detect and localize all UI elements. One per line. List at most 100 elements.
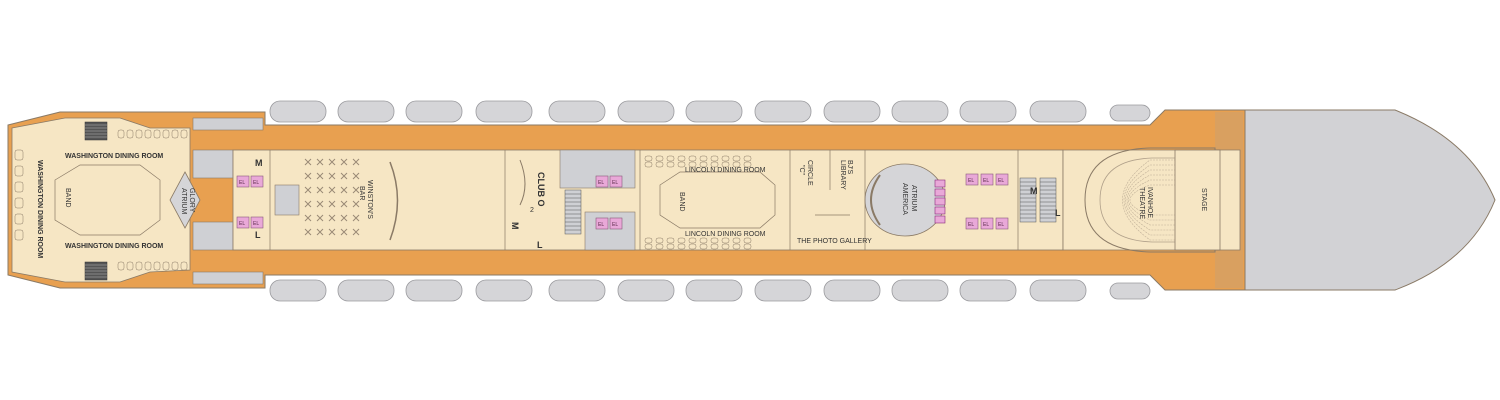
- bar-seat: [340, 158, 348, 166]
- washington-dining-bottom-label: WASHINGTON DINING ROOM: [65, 243, 163, 250]
- table: [710, 161, 719, 168]
- photo-gallery-label: THE PHOTO GALLERY: [797, 238, 872, 245]
- aft-walk-bottom: [192, 271, 264, 285]
- circle-c-label-2: "C": [798, 165, 805, 176]
- elevator: [980, 217, 994, 230]
- stairwell: [1039, 177, 1057, 223]
- seat-row: [1126, 174, 1212, 226]
- club-o2-curve: [519, 159, 526, 206]
- aft-service-top: [192, 149, 234, 179]
- elevator-label: EL: [612, 222, 618, 228]
- table: [688, 155, 697, 162]
- ivanhoe-theatre-seating: [1084, 147, 1216, 253]
- stairwell: [564, 189, 582, 235]
- elevator: [595, 175, 609, 188]
- bar-seat: [340, 228, 348, 236]
- lifeboat: [1029, 100, 1087, 123]
- table: [117, 129, 125, 139]
- bar-seat: [328, 186, 336, 194]
- table: [117, 261, 125, 271]
- aft-service-bottom: [192, 221, 234, 251]
- elevator-label: EL: [253, 180, 259, 186]
- bar-seat: [304, 172, 312, 180]
- elevator: [609, 175, 623, 188]
- elevator-label: EL: [612, 180, 618, 186]
- lifeboat: [1029, 279, 1087, 302]
- bar-seat: [352, 186, 360, 194]
- bar-seat: [340, 172, 348, 180]
- table: [655, 243, 664, 250]
- table: [666, 243, 675, 250]
- table: [666, 237, 675, 244]
- lifeboat: [337, 100, 395, 123]
- table: [721, 155, 730, 162]
- lifeboat: [548, 100, 606, 123]
- bar-seat: [304, 214, 312, 222]
- table: [699, 155, 708, 162]
- lifeboat: [823, 279, 881, 302]
- elevator-label: EL: [968, 178, 974, 184]
- table: [677, 155, 686, 162]
- band-lincoln-label: BAND: [678, 192, 685, 211]
- table: [171, 129, 179, 139]
- bar-seat: [328, 214, 336, 222]
- atrium-america-balcony: [870, 174, 881, 226]
- table: [135, 129, 143, 139]
- bar-seat: [304, 158, 312, 166]
- club-o2-subscript: 2: [530, 207, 534, 214]
- table: [699, 237, 708, 244]
- bar-seat: [328, 172, 336, 180]
- aft-dining-area: [11, 117, 191, 283]
- elevator-label: EL: [239, 180, 245, 186]
- table: [677, 243, 686, 250]
- bar-seat: [340, 186, 348, 194]
- table: [688, 243, 697, 250]
- table: [162, 129, 170, 139]
- elevator: [595, 217, 609, 230]
- elevator-label: EL: [253, 221, 259, 227]
- band-aft-label: BAND: [64, 188, 71, 207]
- bar-seat: [316, 158, 324, 166]
- table: [135, 261, 143, 271]
- lifeboat: [754, 279, 812, 302]
- bar-seat: [340, 200, 348, 208]
- ivanhoe-theatre-inner: [1099, 157, 1213, 243]
- restroom-women-aft: L: [255, 230, 261, 240]
- glass-elevator: [934, 188, 946, 197]
- table: [732, 237, 741, 244]
- bar-seat: [316, 200, 324, 208]
- table: [153, 129, 161, 139]
- table: [743, 243, 752, 250]
- elevator: [236, 216, 250, 229]
- bar-seat: [316, 186, 324, 194]
- lifeboat: [754, 100, 812, 123]
- lifeboat: [269, 100, 327, 123]
- bar-seat: [328, 200, 336, 208]
- glass-elevator: [934, 206, 946, 215]
- stairwells: [84, 121, 1057, 281]
- elevator-label: EL: [598, 222, 604, 228]
- bar-seat: [352, 214, 360, 222]
- elevator-label: EL: [983, 178, 989, 184]
- bar-seat: [352, 158, 360, 166]
- table: [644, 243, 653, 250]
- elevator-label: EL: [983, 222, 989, 228]
- bjs-library-label-2: LIBRARY: [839, 160, 846, 190]
- bar-seat: [340, 214, 348, 222]
- restroom-women-mid: L: [537, 240, 543, 250]
- winstons-label-1: WINSTON'S: [366, 180, 373, 219]
- table: [732, 243, 741, 250]
- table: [126, 261, 134, 271]
- bar-seat: [352, 200, 360, 208]
- elevator-label: EL: [598, 180, 604, 186]
- bar-seat: [304, 200, 312, 208]
- lifeboat: [405, 279, 463, 302]
- lifeboat: [823, 100, 881, 123]
- bar-seat: [316, 214, 324, 222]
- table: [644, 161, 653, 168]
- aft-walk-top: [192, 117, 264, 131]
- ivanhoe-theatre-label-2: THEATRE: [1138, 187, 1145, 219]
- dining-tables: [14, 129, 752, 271]
- table: [162, 261, 170, 271]
- circle-c-label-1: CIRCLE: [806, 160, 813, 186]
